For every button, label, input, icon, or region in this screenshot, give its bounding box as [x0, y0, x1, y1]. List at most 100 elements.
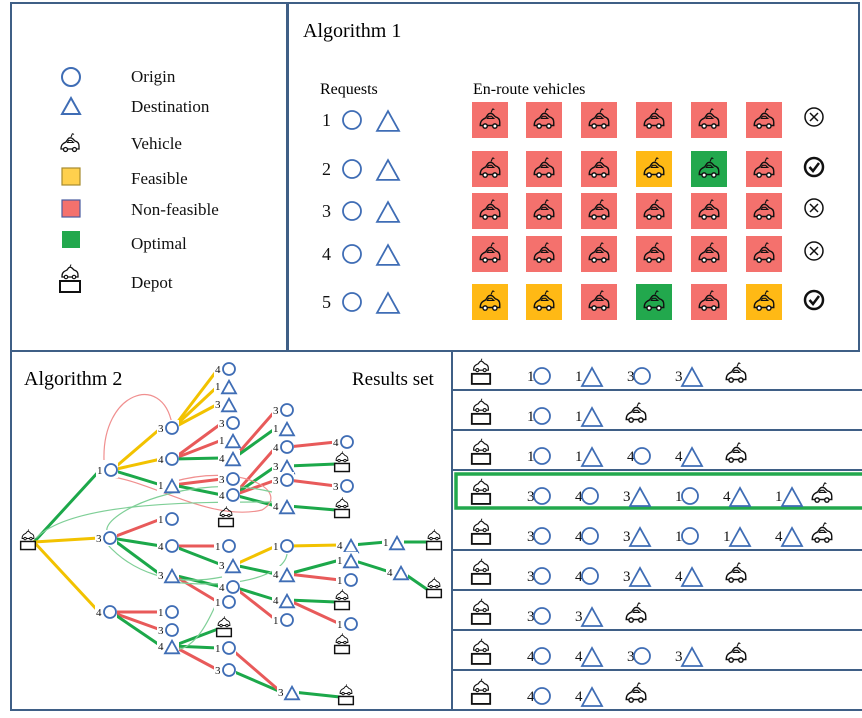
- tree-node-label: 1: [383, 537, 389, 549]
- result-item-label: 3: [675, 649, 683, 665]
- tree-backlink: [103, 394, 173, 461]
- tree-edge: [232, 478, 278, 497]
- accept-icon: [803, 289, 825, 311]
- vehicle-icon: [625, 602, 647, 623]
- tree-node-label: 1: [215, 541, 221, 553]
- depot-icon: [470, 638, 492, 665]
- tree-node: 1: [157, 511, 179, 527]
- request-id: 5: [322, 292, 331, 312]
- tree-edge: [32, 540, 101, 614]
- depot-icon: [425, 577, 443, 599]
- vehicle-icon: [725, 562, 747, 583]
- legend-label-vehicle: Vehicle: [131, 134, 182, 153]
- tree-node-label: 1: [97, 465, 103, 477]
- tree-node: 3: [272, 472, 294, 488]
- depot-icon: [215, 616, 233, 638]
- tree-node-label: 3: [158, 570, 164, 582]
- tree-node: 3: [218, 415, 240, 431]
- destination-triangle-icon: [163, 567, 181, 584]
- tree-node-label: 4: [219, 490, 225, 502]
- result-item-label: 3: [575, 609, 583, 625]
- tree-edge: [286, 598, 342, 626]
- tree-node: 4: [157, 538, 179, 554]
- vehicle-cell: [746, 236, 782, 272]
- result-item-label: 1: [527, 449, 535, 465]
- origin-circle-icon: [226, 472, 240, 486]
- tree-node-label: 1: [337, 575, 343, 587]
- tree-node-label: 3: [273, 461, 279, 473]
- legend-label-feasible: Feasible: [131, 169, 188, 188]
- tree-node-label: 4: [333, 437, 339, 449]
- tree-node: 4: [95, 604, 117, 620]
- algorithm1-graphic: Algorithm 1 Requests En-route vehicles 1…: [303, 20, 825, 320]
- tree-node: 4: [272, 592, 296, 609]
- tree-node-label: 1: [158, 607, 164, 619]
- tree-edge: [171, 544, 224, 567]
- tree-edge: [232, 585, 278, 622]
- depot-icon: [470, 438, 492, 465]
- tree-node: 4: [157, 451, 179, 467]
- non-feasible-square-icon: [61, 199, 81, 218]
- depot-icon: [470, 358, 492, 385]
- depot-icon: [333, 589, 351, 611]
- request-row: 1: [322, 102, 824, 138]
- tree-node: 1: [272, 538, 294, 554]
- depot-icon: [59, 264, 81, 293]
- origin-circle-icon: [344, 617, 358, 631]
- result-item-label: 4: [575, 689, 583, 705]
- result-item-label: 3: [527, 489, 535, 505]
- destination-triangle-icon: [163, 638, 181, 655]
- vehicle-icon: [625, 682, 647, 703]
- vehicle-cell: [636, 102, 672, 138]
- result-item-label: 3: [623, 529, 631, 545]
- destination-triangle-icon: [580, 366, 604, 387]
- algorithm1-title: Algorithm 1: [303, 20, 401, 42]
- destination-triangle-icon: [628, 486, 652, 507]
- depot-icon: [19, 529, 37, 551]
- tree-node: 4: [272, 439, 294, 455]
- origin-circle-icon: [342, 201, 362, 221]
- result-item-label: 1: [575, 369, 583, 385]
- tree-node-label: 3: [215, 665, 221, 677]
- origin-circle-icon: [340, 479, 354, 493]
- origin-circle-icon: [533, 567, 551, 585]
- tree-node-label: 1: [337, 619, 343, 631]
- tree-node-label: 3: [158, 625, 164, 637]
- origin-circle-icon: [681, 527, 699, 545]
- tree-node: 3: [214, 662, 236, 678]
- tree-edge: [286, 572, 342, 582]
- algorithm2-tree: Algorithm 2 Results set 1343411431344133…: [19, 361, 443, 706]
- tree-node: 3: [272, 458, 296, 475]
- result-item-label: 3: [675, 369, 683, 385]
- legend-panel: Origin Destination Vehicle Feasible Non-…: [10, 2, 288, 352]
- vehicle-cell: [636, 236, 672, 272]
- vehicle-icon: [811, 482, 833, 503]
- destination-triangle-icon: [375, 158, 401, 181]
- tree-node: 3: [218, 471, 240, 487]
- tree-edge: [110, 426, 163, 472]
- tree-edge: [109, 610, 163, 648]
- tree-node-label: 4: [273, 595, 279, 607]
- tree-edge: [110, 468, 163, 487]
- tree-edge: [171, 644, 220, 672]
- tree-edge: [286, 598, 338, 604]
- destination-triangle-icon: [580, 446, 604, 467]
- tree-node: 4: [272, 498, 296, 515]
- result-item-label: 3: [623, 489, 631, 505]
- accept-icon: [803, 156, 825, 178]
- result-item-label: 1: [527, 409, 535, 425]
- tree-node: 4: [336, 537, 360, 554]
- tree-node: 4: [218, 450, 242, 467]
- destination-triangle-icon: [680, 446, 704, 467]
- reject-icon: [804, 198, 824, 218]
- tree-edge: [286, 478, 338, 488]
- tree-node-label: 4: [158, 541, 164, 553]
- vehicle-cell: [691, 102, 727, 138]
- vehicle-cell: [636, 284, 672, 320]
- tree-backlink: [106, 485, 273, 533]
- origin-circle-icon: [533, 647, 551, 665]
